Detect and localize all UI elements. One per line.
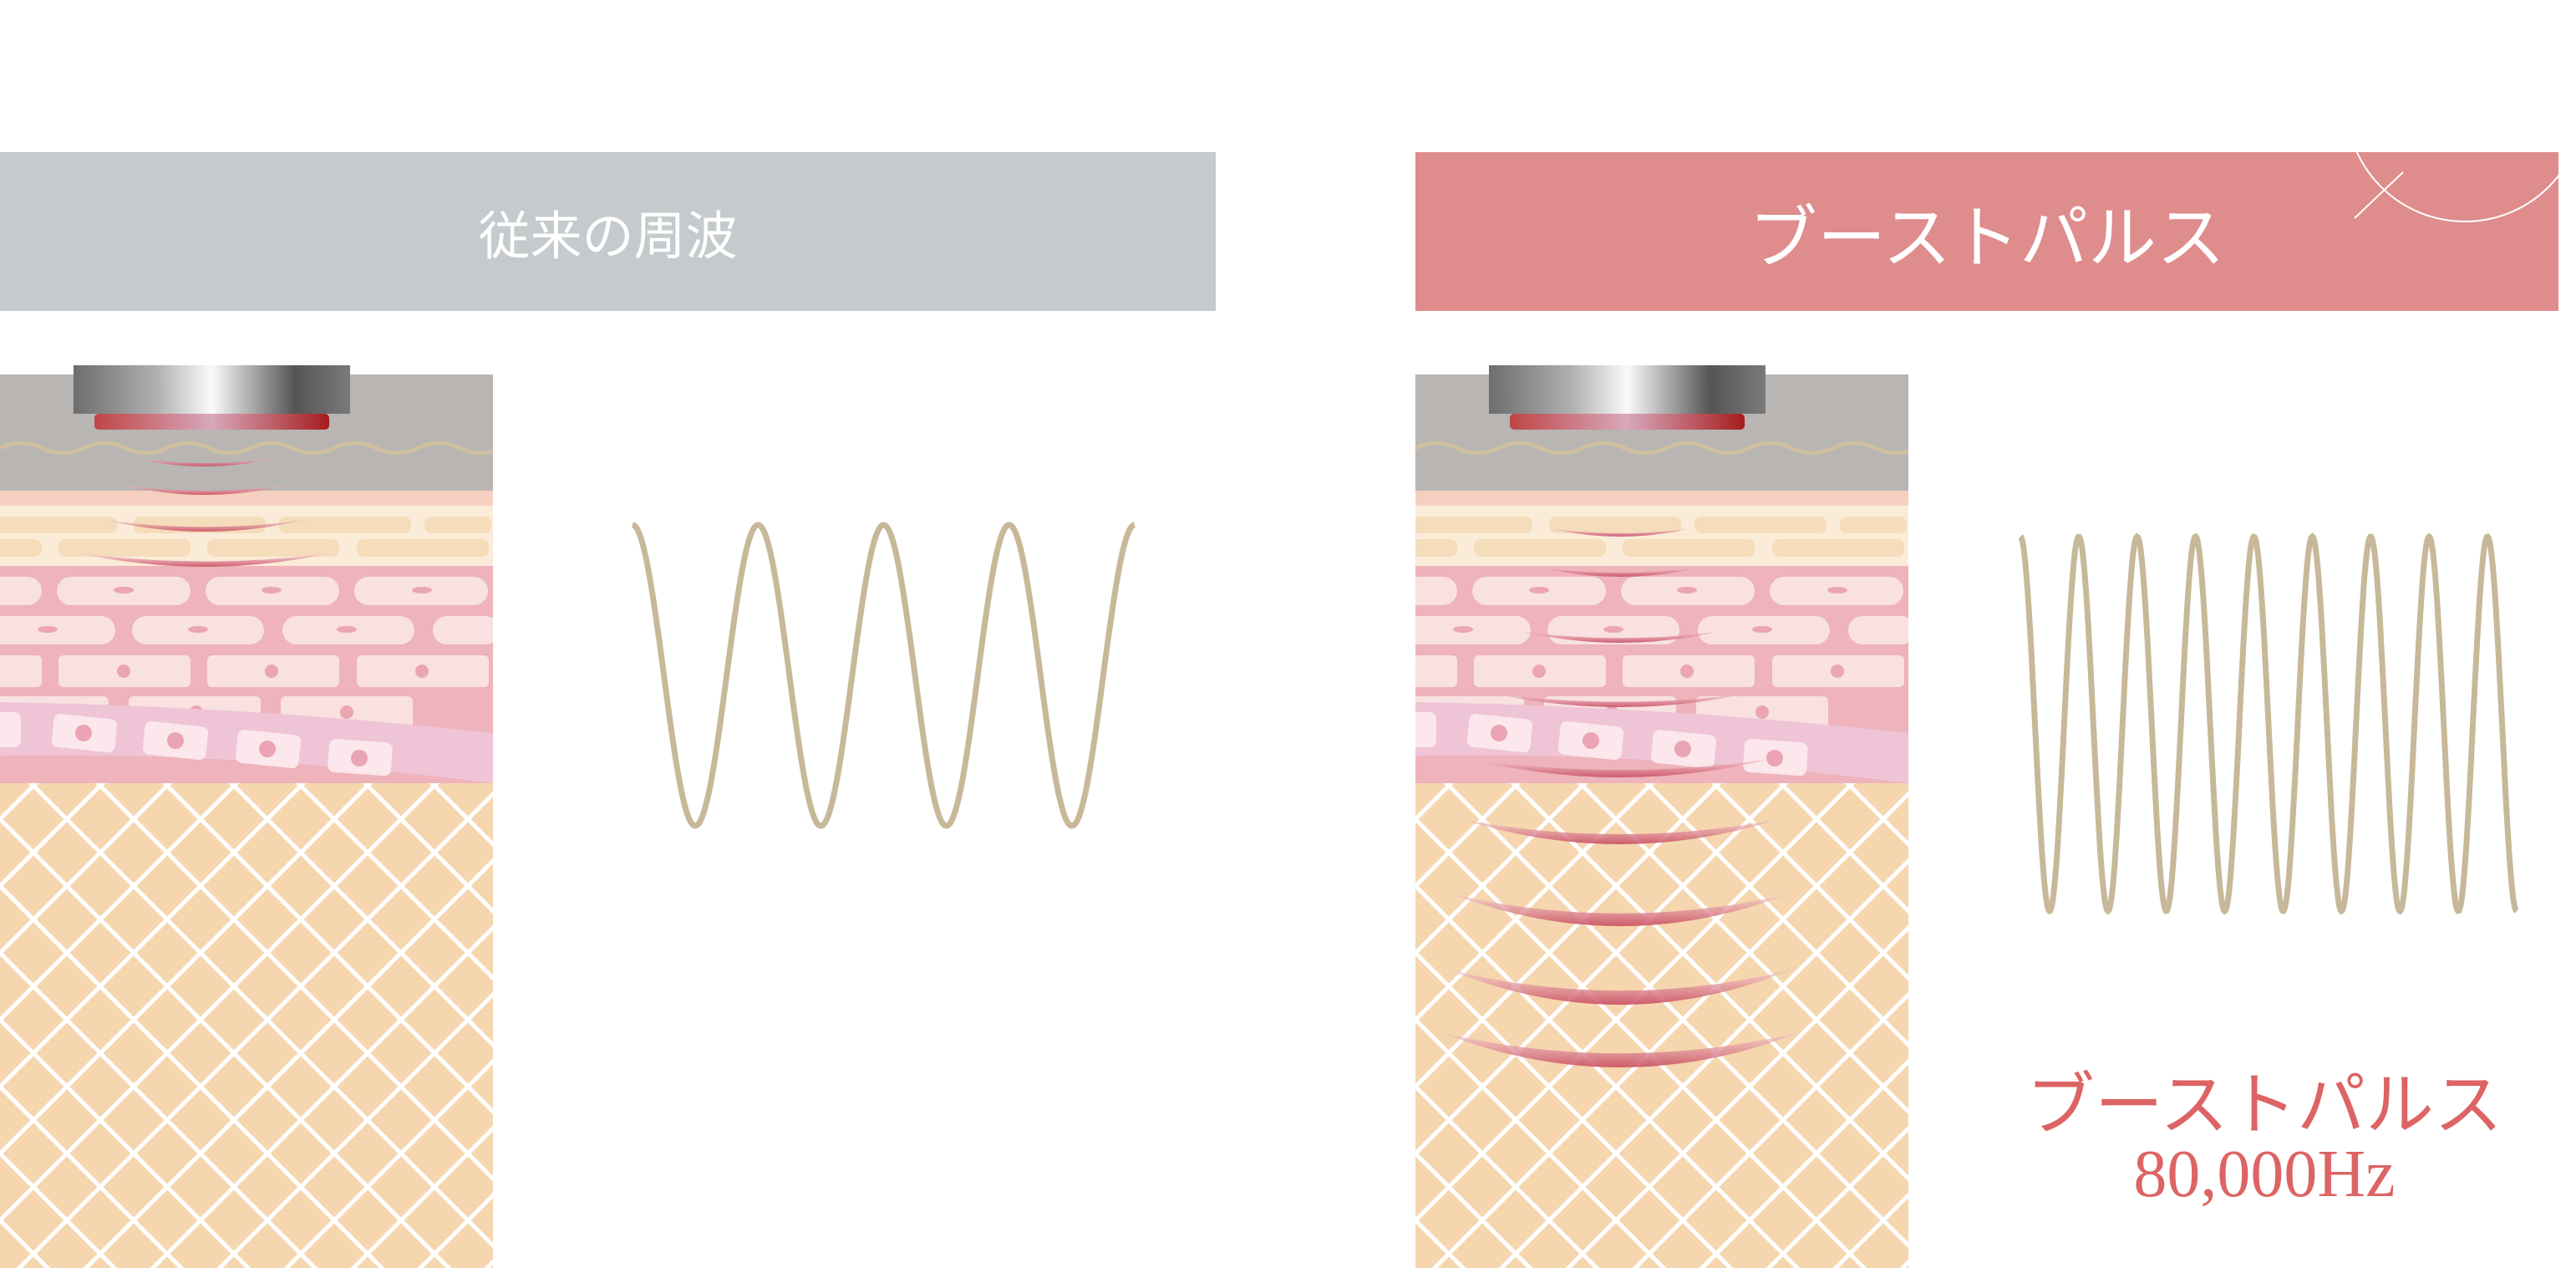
wave-arc (104, 520, 305, 532)
boost-pulse-caption: ブーストパルス (2026, 1067, 2502, 1143)
conventional-skin-diagram (0, 365, 501, 1268)
badge-text: 開発 (2426, 152, 2510, 157)
probe-head-icon (74, 365, 350, 430)
wave-arc (134, 458, 276, 466)
wave-arcs (1440, 528, 1800, 1067)
wave-arc (79, 553, 330, 567)
wave-arc (1495, 694, 1745, 707)
conventional-frequency-title: 従来の周波 (478, 206, 738, 267)
wave-arc (1470, 759, 1771, 777)
frequency-caption: 80,000Hz (2133, 1138, 2396, 1211)
boost-pulse-header: ブーストパルス 開発 (1415, 152, 2558, 311)
wave-arc (1440, 1032, 1800, 1067)
boost-pulse-skin-diagram (1390, 365, 1917, 1268)
wave-arc (1537, 567, 1704, 577)
probe-head-icon (1489, 365, 1766, 430)
conventional-waveform (632, 522, 1136, 829)
wave-arc (1461, 819, 1779, 844)
wave-arc (121, 485, 288, 495)
boost-pulse-title: ブーストパルス (1749, 198, 2225, 278)
boost-pulse-waveform (2018, 532, 2519, 915)
conventional-frequency-header: 従来の周波 (0, 152, 1216, 311)
wave-arc (1449, 970, 1791, 1005)
wave-arc (1549, 528, 1691, 537)
wave-arc (1453, 894, 1787, 926)
wave-arcs (79, 458, 330, 567)
badge-circle-icon: 開発 (2354, 152, 2558, 222)
wave-arc (1520, 631, 1720, 643)
